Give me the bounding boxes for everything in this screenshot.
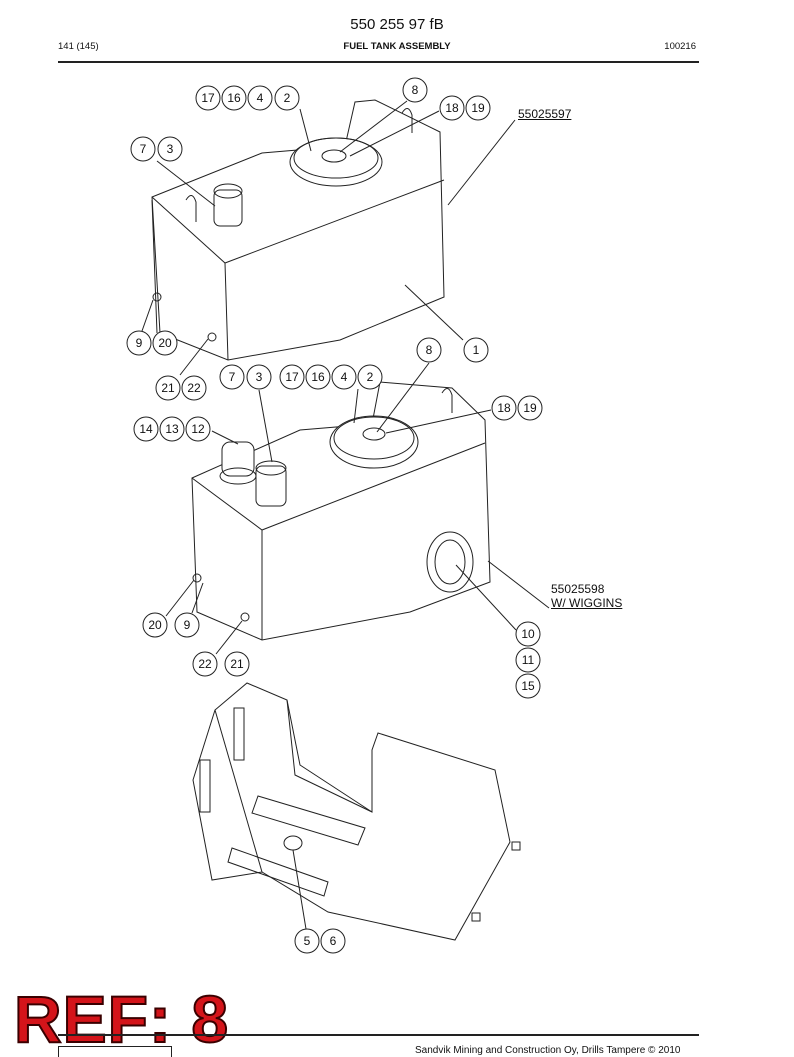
middle-tank-drawing bbox=[191, 381, 491, 641]
svg-text:4: 4 bbox=[257, 91, 264, 105]
callout-19: 19 bbox=[517, 395, 543, 421]
callout-18: 18 bbox=[491, 395, 517, 421]
callout-8: 8 bbox=[402, 77, 428, 103]
callout-9: 9 bbox=[174, 612, 200, 638]
callout-20: 20 bbox=[142, 612, 168, 638]
svg-text:2: 2 bbox=[284, 91, 291, 105]
svg-text:11: 11 bbox=[522, 653, 535, 667]
upper-tank-drawing bbox=[151, 99, 445, 361]
callout-10: 10 bbox=[515, 621, 541, 647]
svg-text:2: 2 bbox=[367, 370, 374, 384]
svg-text:22: 22 bbox=[198, 657, 212, 671]
svg-text:14: 14 bbox=[139, 422, 153, 436]
lower-plate-drawing bbox=[192, 682, 521, 941]
svg-text:12: 12 bbox=[191, 422, 205, 436]
svg-text:4: 4 bbox=[341, 370, 348, 384]
callout-16: 16 bbox=[305, 364, 331, 390]
callout-13: 13 bbox=[159, 416, 185, 442]
callout-21: 21 bbox=[224, 651, 250, 677]
callout-3: 3 bbox=[157, 136, 183, 162]
svg-text:8: 8 bbox=[426, 343, 433, 357]
callout-2: 2 bbox=[274, 85, 300, 111]
svg-text:3: 3 bbox=[167, 142, 174, 156]
callout-18: 18 bbox=[439, 95, 465, 121]
callout-7: 7 bbox=[219, 364, 245, 390]
document-code: 550 255 97 fB bbox=[350, 16, 444, 33]
svg-text:1: 1 bbox=[473, 343, 480, 357]
page-title: FUEL TANK ASSEMBLY bbox=[343, 41, 451, 52]
svg-text:7: 7 bbox=[229, 370, 236, 384]
svg-text:18: 18 bbox=[445, 101, 459, 115]
svg-text:3: 3 bbox=[256, 370, 263, 384]
svg-text:9: 9 bbox=[184, 618, 191, 632]
svg-text:18: 18 bbox=[497, 401, 511, 415]
header-rule bbox=[58, 61, 699, 63]
svg-text:5: 5 bbox=[304, 934, 311, 948]
svg-text:17: 17 bbox=[285, 370, 299, 384]
svg-text:15: 15 bbox=[521, 679, 535, 693]
svg-text:8: 8 bbox=[412, 83, 419, 97]
lower-callouts: 5 6 bbox=[294, 928, 346, 954]
callout-16: 16 bbox=[221, 85, 247, 111]
company-logo bbox=[58, 1046, 172, 1057]
svg-text:20: 20 bbox=[148, 618, 162, 632]
callout-8: 8 bbox=[416, 337, 442, 363]
callout-6: 6 bbox=[320, 928, 346, 954]
svg-text:10: 10 bbox=[521, 627, 535, 641]
svg-text:22: 22 bbox=[187, 381, 201, 395]
svg-text:20: 20 bbox=[158, 336, 172, 350]
date-code: 100216 bbox=[664, 41, 696, 52]
svg-text:16: 16 bbox=[227, 91, 241, 105]
ref-stamp: REF: 8 bbox=[13, 982, 230, 1056]
callout-17: 17 bbox=[279, 364, 305, 390]
svg-text:17: 17 bbox=[201, 91, 215, 105]
middle-callouts: 8 7 3 17 16 4 2 18 19 14 13 12 20 9 22 2… bbox=[133, 337, 543, 699]
callout-11: 11 bbox=[515, 647, 541, 673]
footer-rule bbox=[58, 1034, 699, 1036]
callout-21: 21 bbox=[155, 375, 181, 401]
callout-20: 20 bbox=[152, 330, 178, 356]
svg-text:13: 13 bbox=[165, 422, 179, 436]
callout-2: 2 bbox=[357, 364, 383, 390]
callout-4: 4 bbox=[247, 85, 273, 111]
assembly-label-upper: 55025597 bbox=[518, 107, 572, 121]
callout-19: 19 bbox=[465, 95, 491, 121]
svg-text:21: 21 bbox=[230, 657, 244, 671]
callout-5: 5 bbox=[294, 928, 320, 954]
callout-14: 14 bbox=[133, 416, 159, 442]
svg-text:19: 19 bbox=[523, 401, 537, 415]
callout-12: 12 bbox=[185, 416, 211, 442]
svg-text:7: 7 bbox=[140, 142, 147, 156]
callout-9: 9 bbox=[126, 330, 152, 356]
upper-callouts: 17 16 4 2 8 18 19 7 3 9 20 21 22 1 bbox=[126, 77, 491, 401]
svg-text:16: 16 bbox=[311, 370, 325, 384]
footer-copyright: Sandvik Mining and Construction Oy, Dril… bbox=[415, 1045, 681, 1056]
callout-17: 17 bbox=[195, 85, 221, 111]
callout-3: 3 bbox=[246, 364, 272, 390]
svg-text:9: 9 bbox=[136, 336, 143, 350]
page-number: 141 (145) bbox=[58, 41, 99, 52]
callout-4: 4 bbox=[331, 364, 357, 390]
callout-22: 22 bbox=[192, 651, 218, 677]
callout-22: 22 bbox=[181, 375, 207, 401]
svg-text:19: 19 bbox=[471, 101, 485, 115]
callout-7: 7 bbox=[130, 136, 156, 162]
callout-1: 1 bbox=[463, 337, 489, 363]
callout-15: 15 bbox=[515, 673, 541, 699]
svg-text:6: 6 bbox=[330, 934, 337, 948]
assembly-variant-lower: W/ WIGGINS bbox=[551, 596, 623, 610]
assembly-label-lower: 55025598 W/ WIGGINS bbox=[551, 582, 622, 610]
assembly-number-lower: 55025598 bbox=[551, 582, 605, 596]
svg-text:21: 21 bbox=[161, 381, 175, 395]
